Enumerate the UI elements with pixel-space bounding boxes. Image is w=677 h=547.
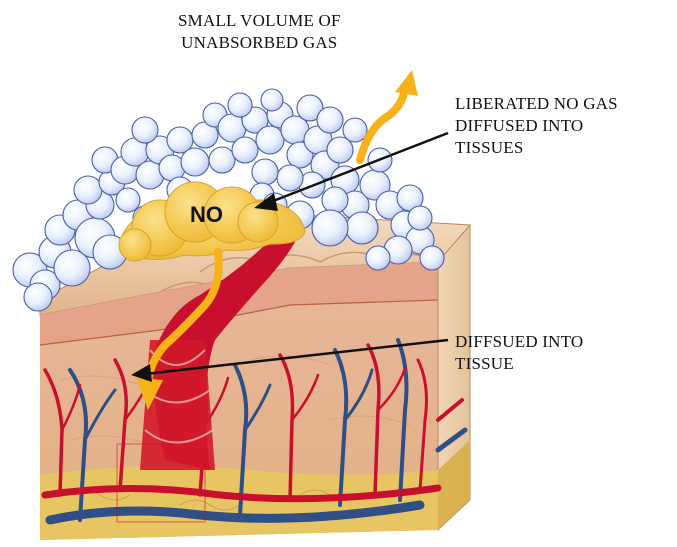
unabsorbed-line-1: SMALL VOLUME OF — [178, 10, 341, 32]
liberated-line-3: TISSUES — [455, 137, 618, 159]
unabsorbed-line-2: UNABSORBED GAS — [178, 32, 341, 54]
diffused-line-1: DIFFSUED INTO — [455, 331, 583, 353]
diffused-tissue-label: DIFFSUED INTO TISSUE — [455, 331, 583, 375]
diffused-line-2: TISSUE — [455, 353, 583, 375]
no-gas-label: NO — [190, 202, 223, 228]
unabsorbed-gas-label: SMALL VOLUME OF UNABSORBED GAS — [178, 10, 341, 54]
liberated-gas-label: LIBERATED NO GAS DIFFUSED INTO TISSUES — [455, 93, 618, 159]
liberated-line-2: DIFFUSED INTO — [455, 115, 618, 137]
liberated-line-1: LIBERATED NO GAS — [455, 93, 618, 115]
curved-arrow-up — [360, 70, 418, 160]
